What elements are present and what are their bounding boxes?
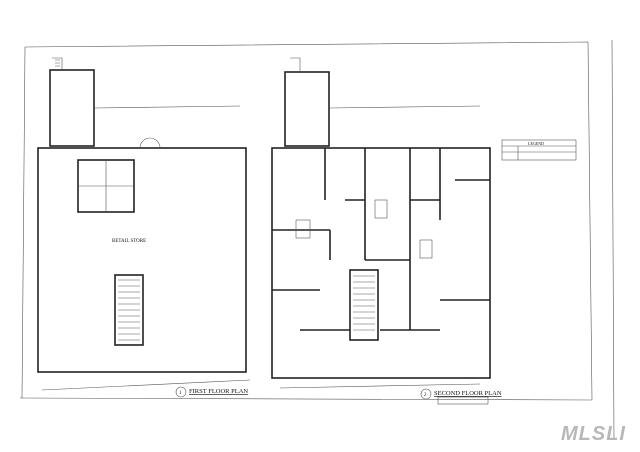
- right-margin-line: [611, 39, 615, 441]
- watermark-logo: MLSLI: [561, 423, 626, 445]
- second-floor-main: [271, 147, 491, 379]
- second-floor-title: SECOND FLOOR PLAN: [434, 390, 502, 397]
- first-floor-main: [37, 147, 247, 373]
- room-label-retail-store: RETAIL STORE: [112, 239, 146, 244]
- first-floor-title: FIRST FLOOR PLAN: [189, 388, 248, 395]
- first-floor-annex: [49, 69, 95, 147]
- second-floor-plan: 2 SECOND FLOOR PLAN: [271, 57, 502, 405]
- svg-text:1: 1: [179, 391, 182, 396]
- first-floor-plan: RETAIL STORE 1 FIRST FLOOR PLAN: [37, 57, 251, 398]
- second-floor-annex: [284, 71, 330, 147]
- svg-text:2: 2: [424, 393, 427, 398]
- legend-box: LEGEND: [501, 139, 577, 161]
- stair: [349, 269, 379, 341]
- stair: [114, 274, 144, 346]
- legend-title: LEGEND: [528, 141, 544, 146]
- sheet-border: [19, 41, 593, 401]
